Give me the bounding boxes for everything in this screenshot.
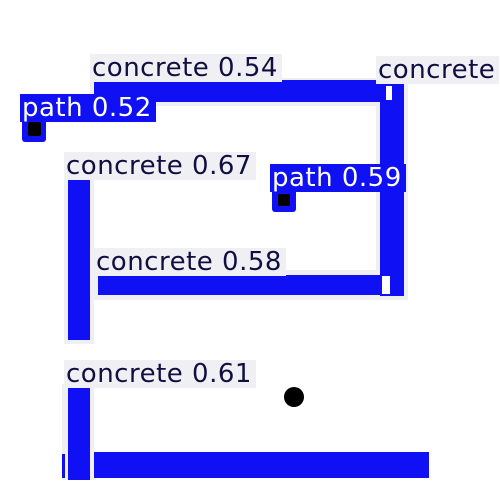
label-concrete-right: concrete — [376, 56, 500, 84]
concrete-bar-top — [94, 80, 396, 102]
concrete-bar-bottom — [94, 452, 429, 478]
marker-dot — [284, 387, 304, 407]
path-marker-left — [28, 122, 41, 136]
concrete-bar-bottom-edge — [62, 454, 65, 478]
concrete-bar-left-upper — [68, 180, 90, 340]
path-marker-center — [278, 194, 290, 206]
label-concrete-middle: concrete 0.58 — [94, 248, 286, 276]
label-path-center: path 0.59 — [270, 164, 406, 192]
label-concrete-left-upper: concrete 0.67 — [64, 152, 256, 180]
label-concrete-top: concrete 0.54 — [90, 54, 282, 82]
concrete-bar-left-lower — [68, 388, 90, 480]
label-path-left: path 0.52 — [20, 94, 156, 122]
label-concrete-left-lower: concrete 0.61 — [64, 360, 256, 388]
concrete-bar-right-notch-top — [386, 86, 392, 100]
concrete-bar-middle — [98, 275, 398, 295]
concrete-bar-middle-notch — [382, 276, 390, 294]
